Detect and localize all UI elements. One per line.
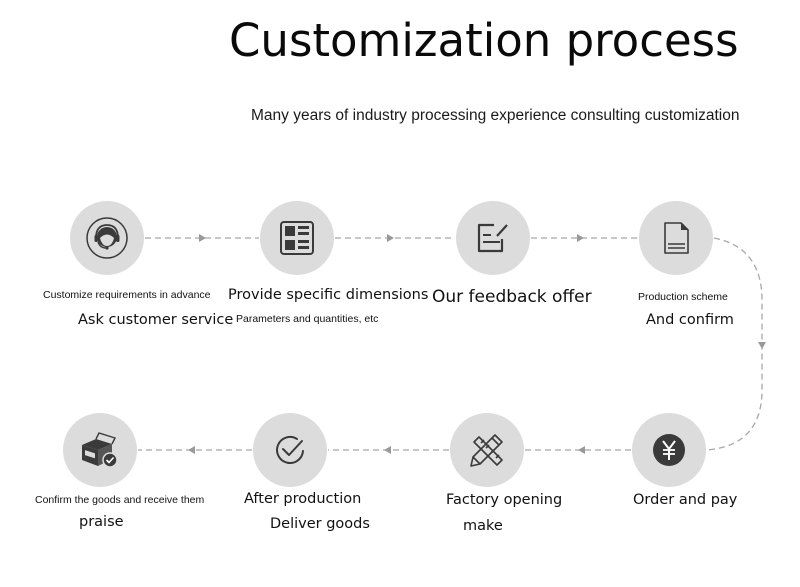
step-2-circle [260, 201, 334, 275]
step-6-line-2: make [463, 518, 503, 534]
step-6-line-1: Factory opening [446, 492, 563, 508]
customer-service-headset-icon [86, 217, 128, 259]
arrow-left-5 [578, 446, 585, 454]
connector-4-5 [706, 237, 763, 451]
step-1-line-1: Customize requirements in advance [43, 289, 211, 301]
step-7-line-2: Deliver goods [270, 516, 370, 532]
step-4-line-2: And confirm [646, 312, 734, 328]
arrow-down-4 [758, 342, 766, 349]
step-3-circle [456, 201, 530, 275]
arrow-right-3 [577, 234, 584, 242]
list-grid-icon [280, 221, 314, 255]
step-4-circle [639, 201, 713, 275]
ruler-pencil-icon [470, 434, 503, 467]
step-3-line-1: Our feedback offer [432, 287, 592, 307]
check-circle-icon [276, 436, 304, 464]
step-2-line-1: Provide specific dimensions [228, 287, 429, 303]
arrow-left-6 [384, 446, 391, 454]
step-5-line-1: Order and pay [633, 492, 738, 508]
page-subtitle: Many years of industry processing experi… [251, 107, 740, 124]
edit-form-icon [477, 223, 508, 253]
document-icon [664, 222, 689, 254]
step-1-circle [70, 201, 144, 275]
arrow-right-1 [199, 234, 206, 242]
box-check-icon [82, 432, 118, 468]
step-6-circle [450, 413, 524, 487]
step-8-circle [63, 413, 137, 487]
step-8-line-1: Confirm the goods and receive them [35, 494, 205, 506]
step-8-line-2: praise [79, 514, 124, 530]
step-7-circle [253, 413, 327, 487]
step-2-line-2: Parameters and quantities, etc [236, 313, 379, 325]
yen-coin-icon [653, 434, 685, 466]
page-title: Customization process [229, 14, 739, 67]
step-4-line-1: Production scheme [638, 291, 728, 303]
step-7-line-1: After production [244, 491, 362, 507]
step-5-circle [632, 413, 706, 487]
arrow-right-2 [387, 234, 394, 242]
arrow-left-7 [188, 446, 195, 454]
step-1-line-2: Ask customer service [78, 312, 234, 328]
